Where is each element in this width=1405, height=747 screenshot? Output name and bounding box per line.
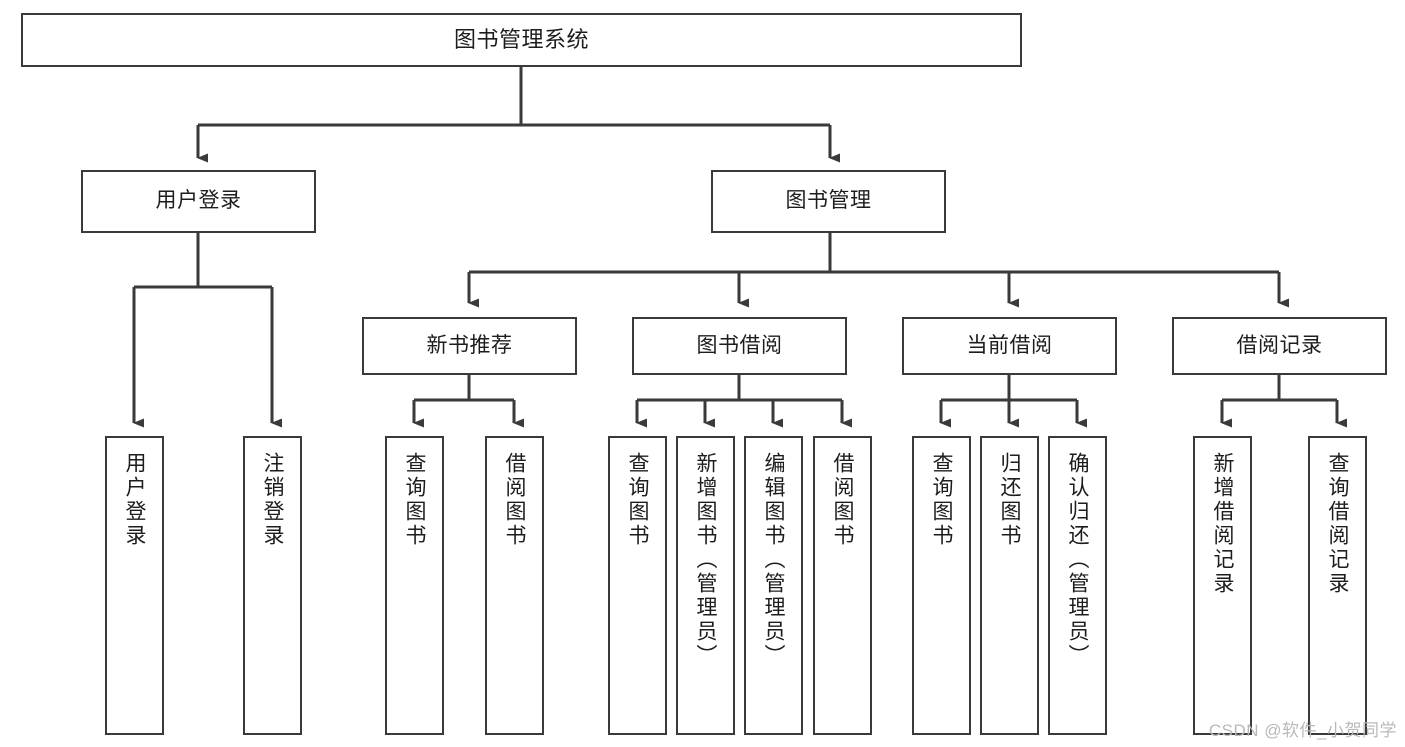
node-root-system[interactable]: 图书管理系统 <box>21 13 1022 67</box>
node-label: 查询借阅记录 <box>1326 452 1349 596</box>
leaf-current-return-book[interactable]: 归还图书 <box>980 436 1039 735</box>
leaf-borrow-query-book[interactable]: 查询图书 <box>608 436 667 735</box>
node-label: 图书管理 <box>785 189 872 213</box>
leaf-borrow-borrow-book[interactable]: 借阅图书 <box>813 436 872 735</box>
node-label: 查询图书 <box>626 452 649 548</box>
node-label: 借阅图书 <box>503 452 526 548</box>
leaf-user-login-signin[interactable]: 用户登录 <box>105 436 164 735</box>
node-label: 借阅记录 <box>1236 333 1323 357</box>
leaf-current-query-book[interactable]: 查询图书 <box>912 436 971 735</box>
node-label: 图书管理系统 <box>453 27 589 53</box>
node-label: 归还图书 <box>998 452 1021 548</box>
node-label: 借阅图书 <box>831 452 854 548</box>
node-label: 新增借阅记录 <box>1211 452 1234 596</box>
node-label: 注销登录 <box>261 452 284 548</box>
node-label: 查询图书 <box>930 452 953 548</box>
leaf-borrow-edit-book-admin[interactable]: 编辑图书（管理员） <box>744 436 803 735</box>
node-label: 用户登录 <box>123 452 146 548</box>
node-book-borrow[interactable]: 图书借阅 <box>632 317 847 375</box>
node-label: 新书推荐 <box>426 333 513 357</box>
node-borrow-record[interactable]: 借阅记录 <box>1172 317 1387 375</box>
leaf-record-add-record[interactable]: 新增借阅记录 <box>1193 436 1252 735</box>
node-book-management[interactable]: 图书管理 <box>711 170 946 233</box>
node-label: 编辑图书（管理员） <box>762 452 785 668</box>
node-label: 新增图书（管理员） <box>694 452 717 668</box>
node-user-login[interactable]: 用户登录 <box>81 170 316 233</box>
node-label: 当前借阅 <box>966 333 1053 357</box>
node-label: 图书借阅 <box>696 333 783 357</box>
leaf-borrow-add-book-admin[interactable]: 新增图书（管理员） <box>676 436 735 735</box>
node-new-book-recommend[interactable]: 新书推荐 <box>362 317 577 375</box>
leaf-current-confirm-return-admin[interactable]: 确认归还（管理员） <box>1048 436 1107 735</box>
node-label: 查询图书 <box>403 452 426 548</box>
leaf-user-login-signout[interactable]: 注销登录 <box>243 436 302 735</box>
node-label: 用户登录 <box>155 189 242 213</box>
leaf-recommend-query-book[interactable]: 查询图书 <box>385 436 444 735</box>
leaf-record-query-record[interactable]: 查询借阅记录 <box>1308 436 1367 735</box>
leaf-recommend-borrow-book[interactable]: 借阅图书 <box>485 436 544 735</box>
node-label: 确认归还（管理员） <box>1066 452 1089 668</box>
node-current-borrow[interactable]: 当前借阅 <box>902 317 1117 375</box>
